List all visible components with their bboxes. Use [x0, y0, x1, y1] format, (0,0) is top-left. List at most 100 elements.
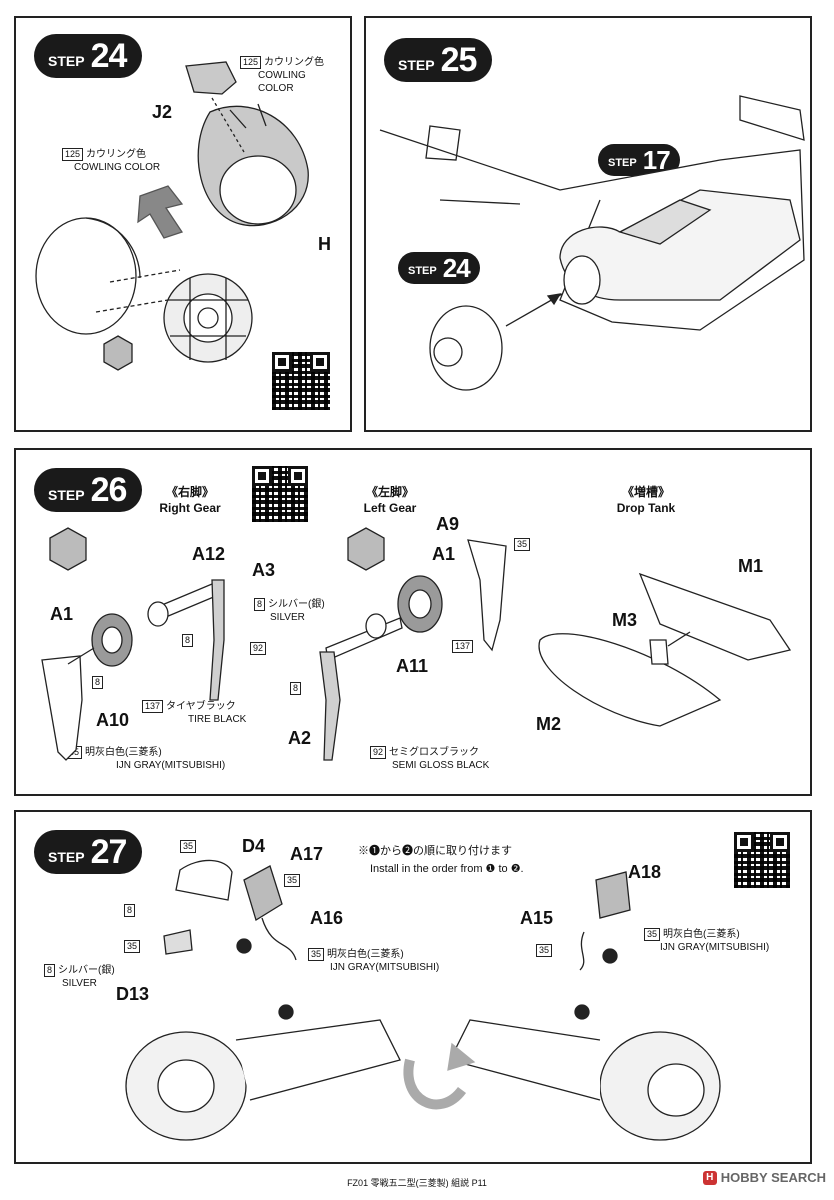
note-jp: ※❶から❷の順に取り付けます	[358, 845, 512, 857]
color-code: 35	[284, 874, 301, 887]
color-name-jp: シルバー(銀)	[58, 965, 115, 976]
link-a15	[579, 931, 585, 971]
order-two-icon	[574, 1004, 590, 1020]
gear-door-a9	[467, 539, 507, 652]
glue-icon	[49, 527, 87, 571]
color-name-en: IJN GRAY(MITSUBISHI)	[116, 760, 226, 771]
step27-badge: STEP 27	[34, 830, 143, 874]
color-code-35: 35	[284, 874, 303, 887]
color-code-8: 8	[290, 682, 304, 695]
part-label-a1-left: A1	[432, 544, 456, 564]
color-name-jp: カウリング色	[86, 149, 147, 160]
color-code: 35	[514, 538, 531, 551]
color-name-en: SILVER	[62, 978, 97, 989]
part-label-a18: A18	[628, 862, 662, 882]
color-name-en: IJN GRAY(MITSUBISHI)	[660, 942, 770, 953]
color-name-jp: 明灰白色(三菱系)	[85, 747, 162, 758]
link-a16	[261, 917, 297, 961]
header-jp: 《左脚》	[365, 485, 414, 499]
qr-code-icon	[734, 832, 790, 888]
order-two-icon	[278, 1004, 294, 1020]
step25-badge: STEP 25	[384, 38, 493, 82]
tank-half-m1	[638, 572, 792, 661]
cowl-shell	[35, 217, 137, 335]
color-name-jp: 明灰白色(三菱系)	[327, 949, 404, 960]
left-gear-header: 《左脚》 Left Gear	[350, 484, 430, 516]
color-code-137: 137	[452, 640, 476, 653]
glue-icon	[347, 527, 385, 571]
brand-watermark: H HOBBY SEARCH	[702, 1170, 826, 1185]
step-number: 26	[90, 470, 128, 509]
step-word: STEP	[408, 265, 437, 277]
color-name-en: COLOR	[258, 83, 294, 94]
qr-code-icon	[252, 466, 308, 522]
color-code-8: 8	[182, 634, 196, 647]
part-label-a1-right: A1	[50, 604, 74, 624]
part-label-m2: M2	[536, 714, 562, 734]
part-label-a9: A9	[436, 514, 460, 534]
color-code-8: 8	[124, 904, 138, 917]
glue-icon	[103, 335, 133, 371]
color-code: 8	[182, 634, 194, 647]
color-name-en: COWLING COLOR	[74, 162, 161, 173]
header-en: Drop Tank	[616, 501, 676, 515]
color-name-en: COWLING	[258, 70, 306, 81]
color-name-jp: カウリング色	[264, 57, 325, 68]
step-number: 27	[90, 832, 128, 871]
part-label-a10: A10	[96, 710, 130, 730]
step-number: 25	[440, 40, 478, 79]
hobby-search-logo-icon: H	[702, 1170, 717, 1185]
color-code: 35	[180, 840, 197, 853]
order-one-icon	[236, 938, 252, 954]
assembly-arrow-icon	[137, 185, 184, 239]
step24-reference-badge: STEP 24	[398, 252, 480, 284]
drop-tank-header: 《増槽》 Drop Tank	[606, 484, 686, 516]
color-code: 137	[452, 640, 474, 653]
part-label-a16: A16	[310, 908, 344, 928]
bracket-a17	[243, 865, 283, 921]
gear-strut-a3	[209, 579, 225, 701]
step-number: 24	[90, 36, 128, 75]
part-label-a17: A17	[290, 844, 324, 864]
step-number: 24	[442, 252, 471, 283]
part-label-m1: M1	[738, 556, 764, 576]
gear-door-a10	[41, 655, 83, 761]
color-code: 35	[124, 940, 141, 953]
rotate-arrow-icon	[403, 1058, 467, 1110]
step-word: STEP	[48, 487, 85, 503]
part-label-a15: A15	[520, 908, 554, 928]
part-label-a3: A3	[252, 560, 276, 580]
part-label-d13: D13	[116, 984, 150, 1004]
color-name-en: TIRE BLACK	[188, 714, 247, 725]
part-label-a2: A2	[288, 728, 312, 748]
tank-strap-m3	[649, 639, 669, 665]
color-name-en: SEMI GLOSS BLACK	[392, 760, 490, 771]
brand-name: HOBBY SEARCH	[720, 1170, 826, 1185]
step-word: STEP	[48, 849, 85, 865]
bracket-a18	[595, 871, 631, 919]
color-code-35: 35	[124, 940, 143, 953]
install-order-note: ※❶から❷の順に取り付けます Install in the order from…	[358, 842, 524, 878]
part-label-a11: A11	[396, 656, 429, 676]
color-code-35: 35	[514, 538, 533, 551]
gear-strut-a2	[319, 651, 341, 761]
cowl-vents	[229, 103, 267, 129]
step17-reference-badge: STEP 17	[598, 144, 680, 176]
color-name-jp: 明灰白色(三菱系)	[663, 929, 740, 940]
color-code: 92	[250, 642, 267, 655]
step-word: STEP	[48, 53, 85, 69]
color-name-en: SILVER	[270, 612, 305, 623]
color-code: 8	[92, 676, 104, 689]
header-jp: 《増槽》	[621, 485, 670, 499]
header-en: Right Gear	[159, 501, 221, 515]
part-label-d4: D4	[242, 836, 266, 856]
color-code-35: 35	[180, 840, 199, 853]
color-code: 8	[290, 682, 302, 695]
color-code-92: 92	[250, 642, 269, 655]
canopy-part-d4	[175, 859, 233, 901]
order-one-icon	[602, 948, 618, 964]
